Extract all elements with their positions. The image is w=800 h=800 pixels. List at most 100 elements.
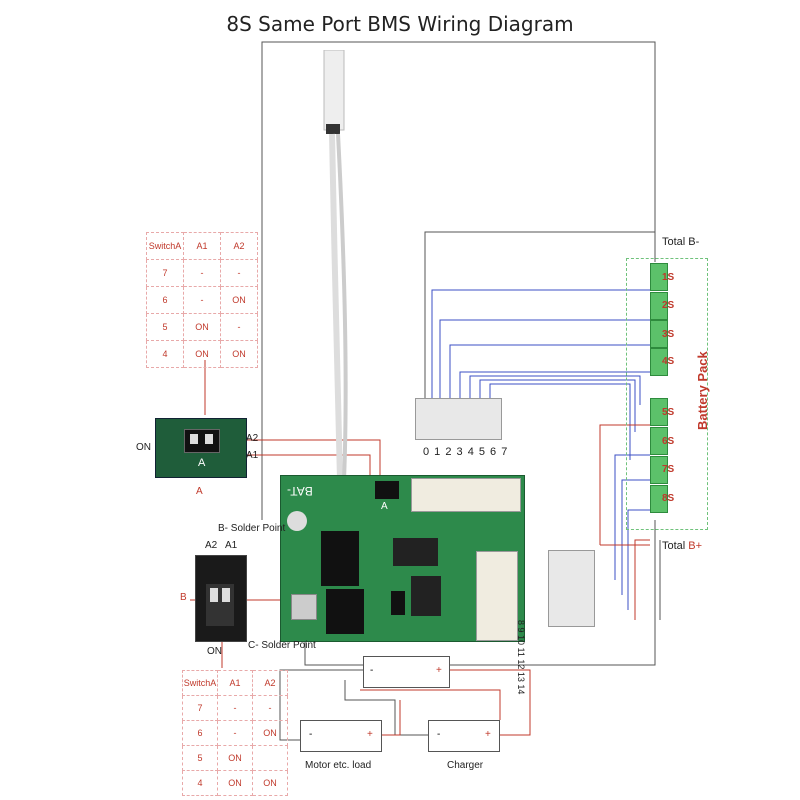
table-header-row: SwitchA A1 A2 <box>146 232 258 260</box>
cell-label-1s: 1S <box>662 272 675 283</box>
balance-connector-side <box>476 551 518 641</box>
dip-switch-body <box>206 584 234 626</box>
table-row: 6 - ON <box>182 720 288 746</box>
board-dip-switch <box>375 481 399 499</box>
battery-cell-6 <box>650 427 668 455</box>
battery-cell-1 <box>650 263 668 291</box>
table-cell: SwitchA <box>146 232 184 260</box>
switch-a-table: SwitchA A1 A2 7 - - 6 - ON 5 ON - 4 ON O… <box>146 232 258 368</box>
table-cell: ON <box>220 286 258 314</box>
total-b-plus-label: Total B+ <box>662 540 702 552</box>
load-plus-label: + <box>367 729 373 740</box>
battery-pack-outline <box>626 258 708 530</box>
battery-pack-label: Battery Pack <box>695 351 710 430</box>
table-row: 5 ON - <box>146 313 258 341</box>
ic-chip-1 <box>393 538 438 566</box>
switch-a-on-label: ON <box>136 442 151 453</box>
output-plus-label: + <box>436 665 442 676</box>
cell-label-3s: 3S <box>662 329 675 340</box>
table-cell: ON <box>217 770 253 796</box>
cell-label-8s: 8S <box>662 493 675 504</box>
table-cell: A2 <box>252 670 288 696</box>
table-cell: - <box>183 259 221 287</box>
total-b-minus-label: Total B- <box>662 236 700 248</box>
mosfet-1 <box>321 531 359 586</box>
mosfet-2 <box>326 589 364 634</box>
battery-cell-8 <box>650 485 668 513</box>
charger-plus-label: + <box>485 729 491 740</box>
switch-b-table: SwitchA A1 A2 7 - - 6 - ON 5 ON 4 ON ON <box>182 670 288 796</box>
table-cell: - <box>217 695 253 721</box>
balance-plug-side <box>548 550 595 627</box>
table-cell: - <box>252 695 288 721</box>
side-connector-pins: 8 9 10 11 12 13 14 <box>516 620 526 695</box>
table-cell: 4 <box>146 340 184 368</box>
ic-chip-2 <box>411 576 441 616</box>
table-cell: - <box>183 286 221 314</box>
motor-load-label: Motor etc. load <box>305 760 372 771</box>
bat-minus-label: BAT- <box>287 484 313 498</box>
table-row: 6 - ON <box>146 286 258 314</box>
table-cell: A1 <box>183 232 221 260</box>
switch-b-photo <box>195 555 247 642</box>
table-cell: ON <box>220 340 258 368</box>
battery-cell-5 <box>650 398 668 426</box>
table-row: 4 ON ON <box>182 770 288 796</box>
switch-a-name: A <box>196 486 203 497</box>
table-cell: 6 <box>182 720 218 746</box>
temperature-probe <box>323 50 348 481</box>
switch-a-chip-label: A <box>198 457 206 469</box>
b-minus-pad <box>287 511 307 531</box>
switch-b-on-label: ON <box>207 646 222 657</box>
battery-cell-2 <box>650 292 668 320</box>
table-row: 5 ON <box>182 745 288 771</box>
charger-label: Charger <box>447 760 484 771</box>
table-cell: ON <box>217 745 253 771</box>
table-cell: - <box>217 720 253 746</box>
switch-a-a2-label: A2 <box>246 433 259 444</box>
table-cell <box>252 745 288 771</box>
table-cell: - <box>220 313 258 341</box>
balance-plug-top <box>415 398 502 440</box>
c-minus-pad <box>291 594 317 620</box>
cell-label-7s: 7S <box>662 464 675 475</box>
table-cell: ON <box>252 720 288 746</box>
switch-a-photo: A <box>155 418 247 478</box>
battery-cell-4 <box>650 348 668 376</box>
c-minus-solder-point-label: C- Solder Point <box>248 640 316 651</box>
cell-label-5s: 5S <box>662 407 675 418</box>
switch-b-name: B <box>180 592 187 603</box>
table-cell: 5 <box>182 745 218 771</box>
board-dip-switch-b <box>391 591 405 615</box>
board-switch-label: A <box>381 501 388 512</box>
table-cell: - <box>220 259 258 287</box>
table-cell: ON <box>183 313 221 341</box>
table-cell: 5 <box>146 313 184 341</box>
top-connector-pins: 0 1 2 3 4 5 6 7 <box>423 446 509 458</box>
bms-board: BAT- A <box>280 475 525 642</box>
motor-load-box: - + <box>300 720 382 752</box>
charger-minus-label: - <box>437 729 441 740</box>
table-cell: 7 <box>182 695 218 721</box>
cell-label-2s: 2S <box>662 300 675 311</box>
total-b-plus-text: B+ <box>688 540 703 552</box>
battery-cell-7 <box>650 456 668 484</box>
table-cell: 6 <box>146 286 184 314</box>
table-header-row: SwitchA A1 A2 <box>182 670 288 696</box>
diagram-title: 8S Same Port BMS Wiring Diagram <box>226 12 574 36</box>
table-row: 7 - - <box>182 695 288 721</box>
b-minus-solder-point-label: B- Solder Point <box>218 523 286 534</box>
total-label-text: Total <box>662 540 689 552</box>
load-minus-label: - <box>309 729 313 740</box>
output-minus-label: - <box>370 665 374 676</box>
table-row: 7 - - <box>146 259 258 287</box>
table-cell: 4 <box>182 770 218 796</box>
switch-b-a1-label: A1 <box>225 540 238 551</box>
table-row: 4 ON ON <box>146 340 258 368</box>
table-cell: SwitchA <box>182 670 218 696</box>
switch-a-a1-label: A1 <box>246 450 259 461</box>
table-cell: A1 <box>217 670 253 696</box>
switch-b-a2-label: A2 <box>205 540 218 551</box>
cell-label-4s: 4S <box>662 356 675 367</box>
